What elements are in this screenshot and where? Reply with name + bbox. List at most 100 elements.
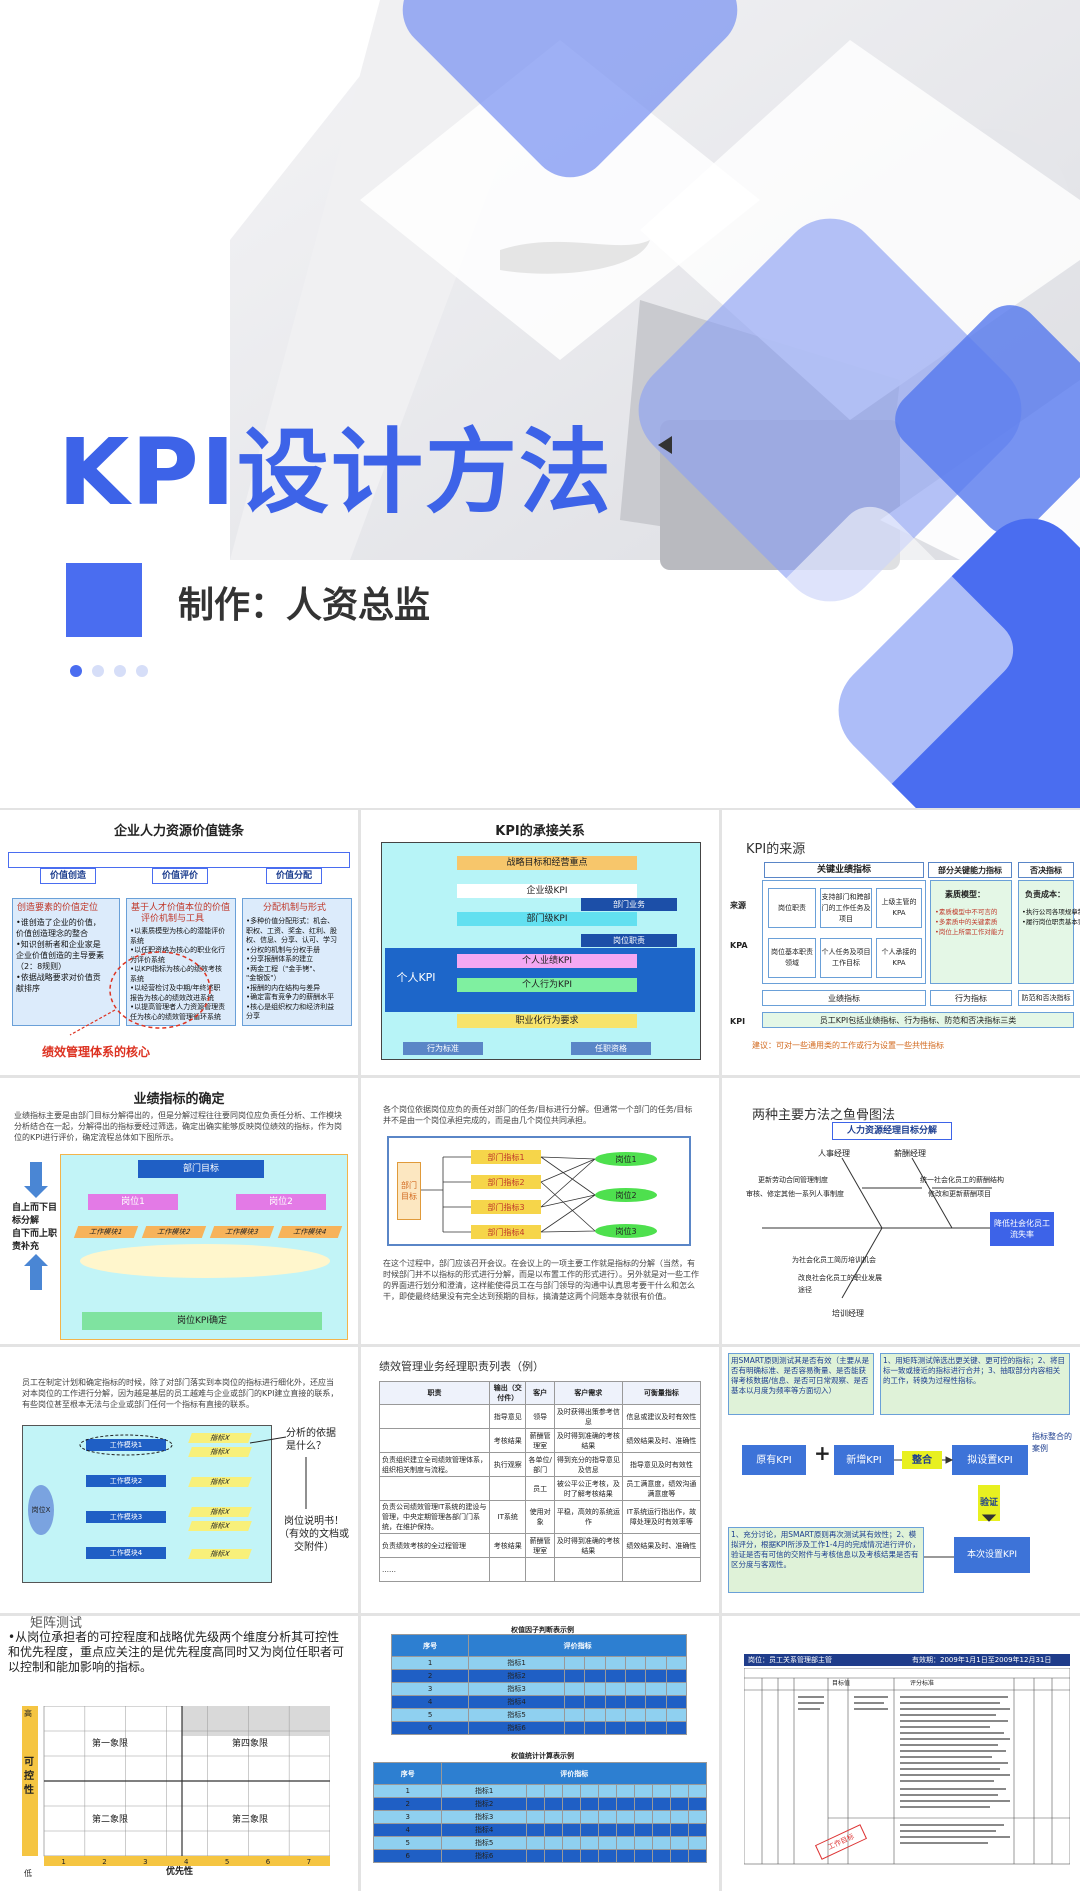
tag-dept-business: 部门业务	[581, 898, 677, 911]
slide-title: 企业人力资源价值链条	[113, 824, 244, 839]
table-header: 职责	[379, 1381, 490, 1405]
table-cell	[604, 1721, 626, 1735]
table-cell: 负责组织建立全司绩效管理体系，组织相关制度与流程。	[379, 1452, 490, 1477]
table-row: 指导意见领导及时获得出策参考信息信息或建议及时有效性	[379, 1404, 702, 1429]
slide-kpi-integration[interactable]: 用SMART原则测试其是否有效（主要从是否有明确标准、是否容易衡量、是否能获得考…	[722, 1347, 1080, 1613]
table-cell	[563, 1721, 586, 1735]
table-header: 客户需求	[553, 1381, 623, 1405]
table-cell	[579, 1797, 599, 1811]
bullet-line: 系统	[130, 974, 144, 983]
table-cell	[525, 1836, 545, 1850]
bullet-line: 任为核心的绩效管理循环系统	[130, 1012, 221, 1021]
table-cell	[561, 1823, 581, 1837]
table-cell: 绩效结果及时、准确性	[621, 1428, 702, 1453]
bullet-line: 职权、工资、奖金、红利、股	[246, 926, 337, 935]
table-cell: 2	[390, 1669, 470, 1683]
bullet-line: •分享报酬体系的建立	[246, 955, 314, 963]
table-cell: IT系统	[488, 1500, 527, 1534]
dept-goal: 部门目标	[138, 1160, 264, 1178]
table1-title: 权值因子判断表示例	[511, 1626, 574, 1634]
core-label: 绩效管理体系的核心	[42, 1045, 151, 1059]
table-cell	[633, 1823, 653, 1837]
table-cell	[379, 1476, 490, 1501]
veto-title: 负责成本：	[1025, 890, 1065, 899]
row-source: 来源	[730, 901, 746, 910]
table-header: 客户	[525, 1381, 555, 1405]
bullet-line: •以经营检讨及中期/年终述职	[130, 984, 221, 992]
table-header: 评价指标	[441, 1762, 707, 1785]
table-cell: 执行观察	[488, 1452, 527, 1477]
qualification: 任职资格	[571, 1042, 651, 1055]
slide-kpi-source[interactable]: KPI的来源 关键业绩指标 部分关键能力指标 否决指标 来源 KPA KPI 岗…	[722, 810, 1080, 1075]
table-cell	[624, 1708, 647, 1722]
validate-box: 1、充分讨论，用SMART原则再次测试其有效性；2、模拟评分，根据KPI所涉及工…	[728, 1527, 924, 1593]
table-cell	[604, 1656, 626, 1670]
bullet-line: •履行岗位职责基本要求	[1022, 918, 1080, 926]
slide-grid: 企业人力资源价值链条 价值创造 价值评价 价值分配 创造要素的价值定位 •谁创造…	[0, 808, 1080, 1891]
integration-case-link[interactable]: 指标整合的案例	[1032, 1432, 1072, 1453]
slide-fishbone[interactable]: 两种主要方法之鱼骨图法 人力资源经理目标分解 人事经理 薪酬经理 更新劳动合同管…	[722, 1078, 1080, 1344]
table-cell	[561, 1836, 581, 1850]
post-x: 岗位X	[28, 1485, 54, 1535]
slide-duty-table[interactable]: 绩效管理业务经理职责列表（例） 职责输出（交付件）客户客户需求可衡量指标指导意见…	[361, 1347, 719, 1613]
table-cell: 指标4	[441, 1823, 527, 1837]
matrix-svg	[22, 1705, 331, 1866]
node-final-kpi: 本次设置KPI	[954, 1537, 1030, 1573]
table-cell: 领导	[525, 1404, 555, 1429]
slide-perf-indicator[interactable]: 业绩指标的确定 业绩指标主要是由部门目标分解得出的，但是分解过程往往要同岗位应负…	[0, 1078, 358, 1344]
ability-items: •素质模型中不可言的•多素质中的关键素质•岗位上所需工作对能力	[935, 907, 1004, 937]
table-cell	[543, 1810, 563, 1824]
x-tick: 3	[143, 1858, 148, 1866]
table-cell	[584, 1721, 606, 1735]
table-cell: 信息或建议及时有效性	[621, 1404, 702, 1429]
duty-table: 职责输出（交付件）客户客户需求可衡量指标指导意见领导及时获得出策参考信息信息或建…	[379, 1381, 702, 1582]
table-cell	[624, 1695, 647, 1709]
table-cell: 得到充分的指导意见及信息	[553, 1452, 623, 1477]
src-cross-dept: 支持部门和跨部门的工作任务及项目	[820, 888, 872, 928]
slide-post-decompose[interactable]: 员工在制定计划和确定指标的时候，除了对部门落实到本岗位的指标进行细化外，还应当对…	[0, 1347, 358, 1613]
layer-dept-kpi: 部门级KPI	[457, 912, 637, 926]
quadrant-1: 第一象限	[92, 1739, 129, 1749]
row-kpa: KPA	[730, 941, 748, 950]
table-cell	[651, 1784, 671, 1798]
table-cell	[604, 1695, 626, 1709]
bullet-line: 报告为核心的绩效改进系统	[130, 993, 214, 1002]
table-cell	[584, 1682, 606, 1696]
axis-high: 高	[24, 1709, 32, 1718]
cover-decoration	[230, 0, 1080, 808]
slide-matrix-test[interactable]: 矩阵测试 •从岗位承担者的可控程度和战略优先级两个维度分析其可控性和优先程度，重…	[0, 1616, 358, 1891]
table-cell	[624, 1682, 647, 1696]
slide-kpi-form[interactable]: 岗位：员工关系管理部主管 有效期：2009年1月1日至2009年12月31日	[722, 1616, 1080, 1891]
table-cell	[563, 1695, 586, 1709]
src-duty: 岗位职责	[768, 888, 816, 928]
table-cell	[687, 1784, 708, 1798]
col-create: 创造要素的价值定位 •谁创造了企业的价值，价值创造理念的整合•知识创新者和企业家…	[12, 898, 120, 1026]
table-cell	[579, 1836, 599, 1850]
x-tick: 2	[102, 1858, 107, 1866]
slide-kpi-cascade[interactable]: KPI的承接关系 战略目标和经营重点 企业级KPI 部门级KPI 部门业务 岗位…	[361, 810, 719, 1075]
table-cell: 考核结果	[488, 1428, 527, 1453]
slide-hr-value-chain[interactable]: 企业人力资源价值链条 价值创造 价值评价 价值分配 创造要素的价值定位 •谁创造…	[0, 810, 358, 1075]
table-cell: 指标1	[441, 1784, 527, 1798]
bullet-line: 权、信息、分享、认可、学习	[246, 936, 337, 944]
slide-dept-decompose[interactable]: 各个岗位依据岗位应负的责任对部门的任务/目标进行分解。但通常一个部门的任务/目标…	[361, 1078, 719, 1344]
table-cell: 指标1	[468, 1656, 565, 1670]
table-cell: 使用对象	[525, 1500, 555, 1534]
table-cell	[615, 1784, 635, 1798]
table-cell	[669, 1784, 689, 1798]
table-row: ……	[379, 1557, 702, 1582]
fish-top-4: 统一社会化员工的薪酬结构	[920, 1176, 1004, 1184]
key-perf-frame	[762, 880, 926, 984]
table-cell	[543, 1797, 563, 1811]
table-cell	[584, 1656, 606, 1670]
kpa-duty: 岗位基本职责领域	[768, 938, 816, 978]
table-cell	[633, 1810, 653, 1824]
table-cell	[584, 1695, 606, 1709]
